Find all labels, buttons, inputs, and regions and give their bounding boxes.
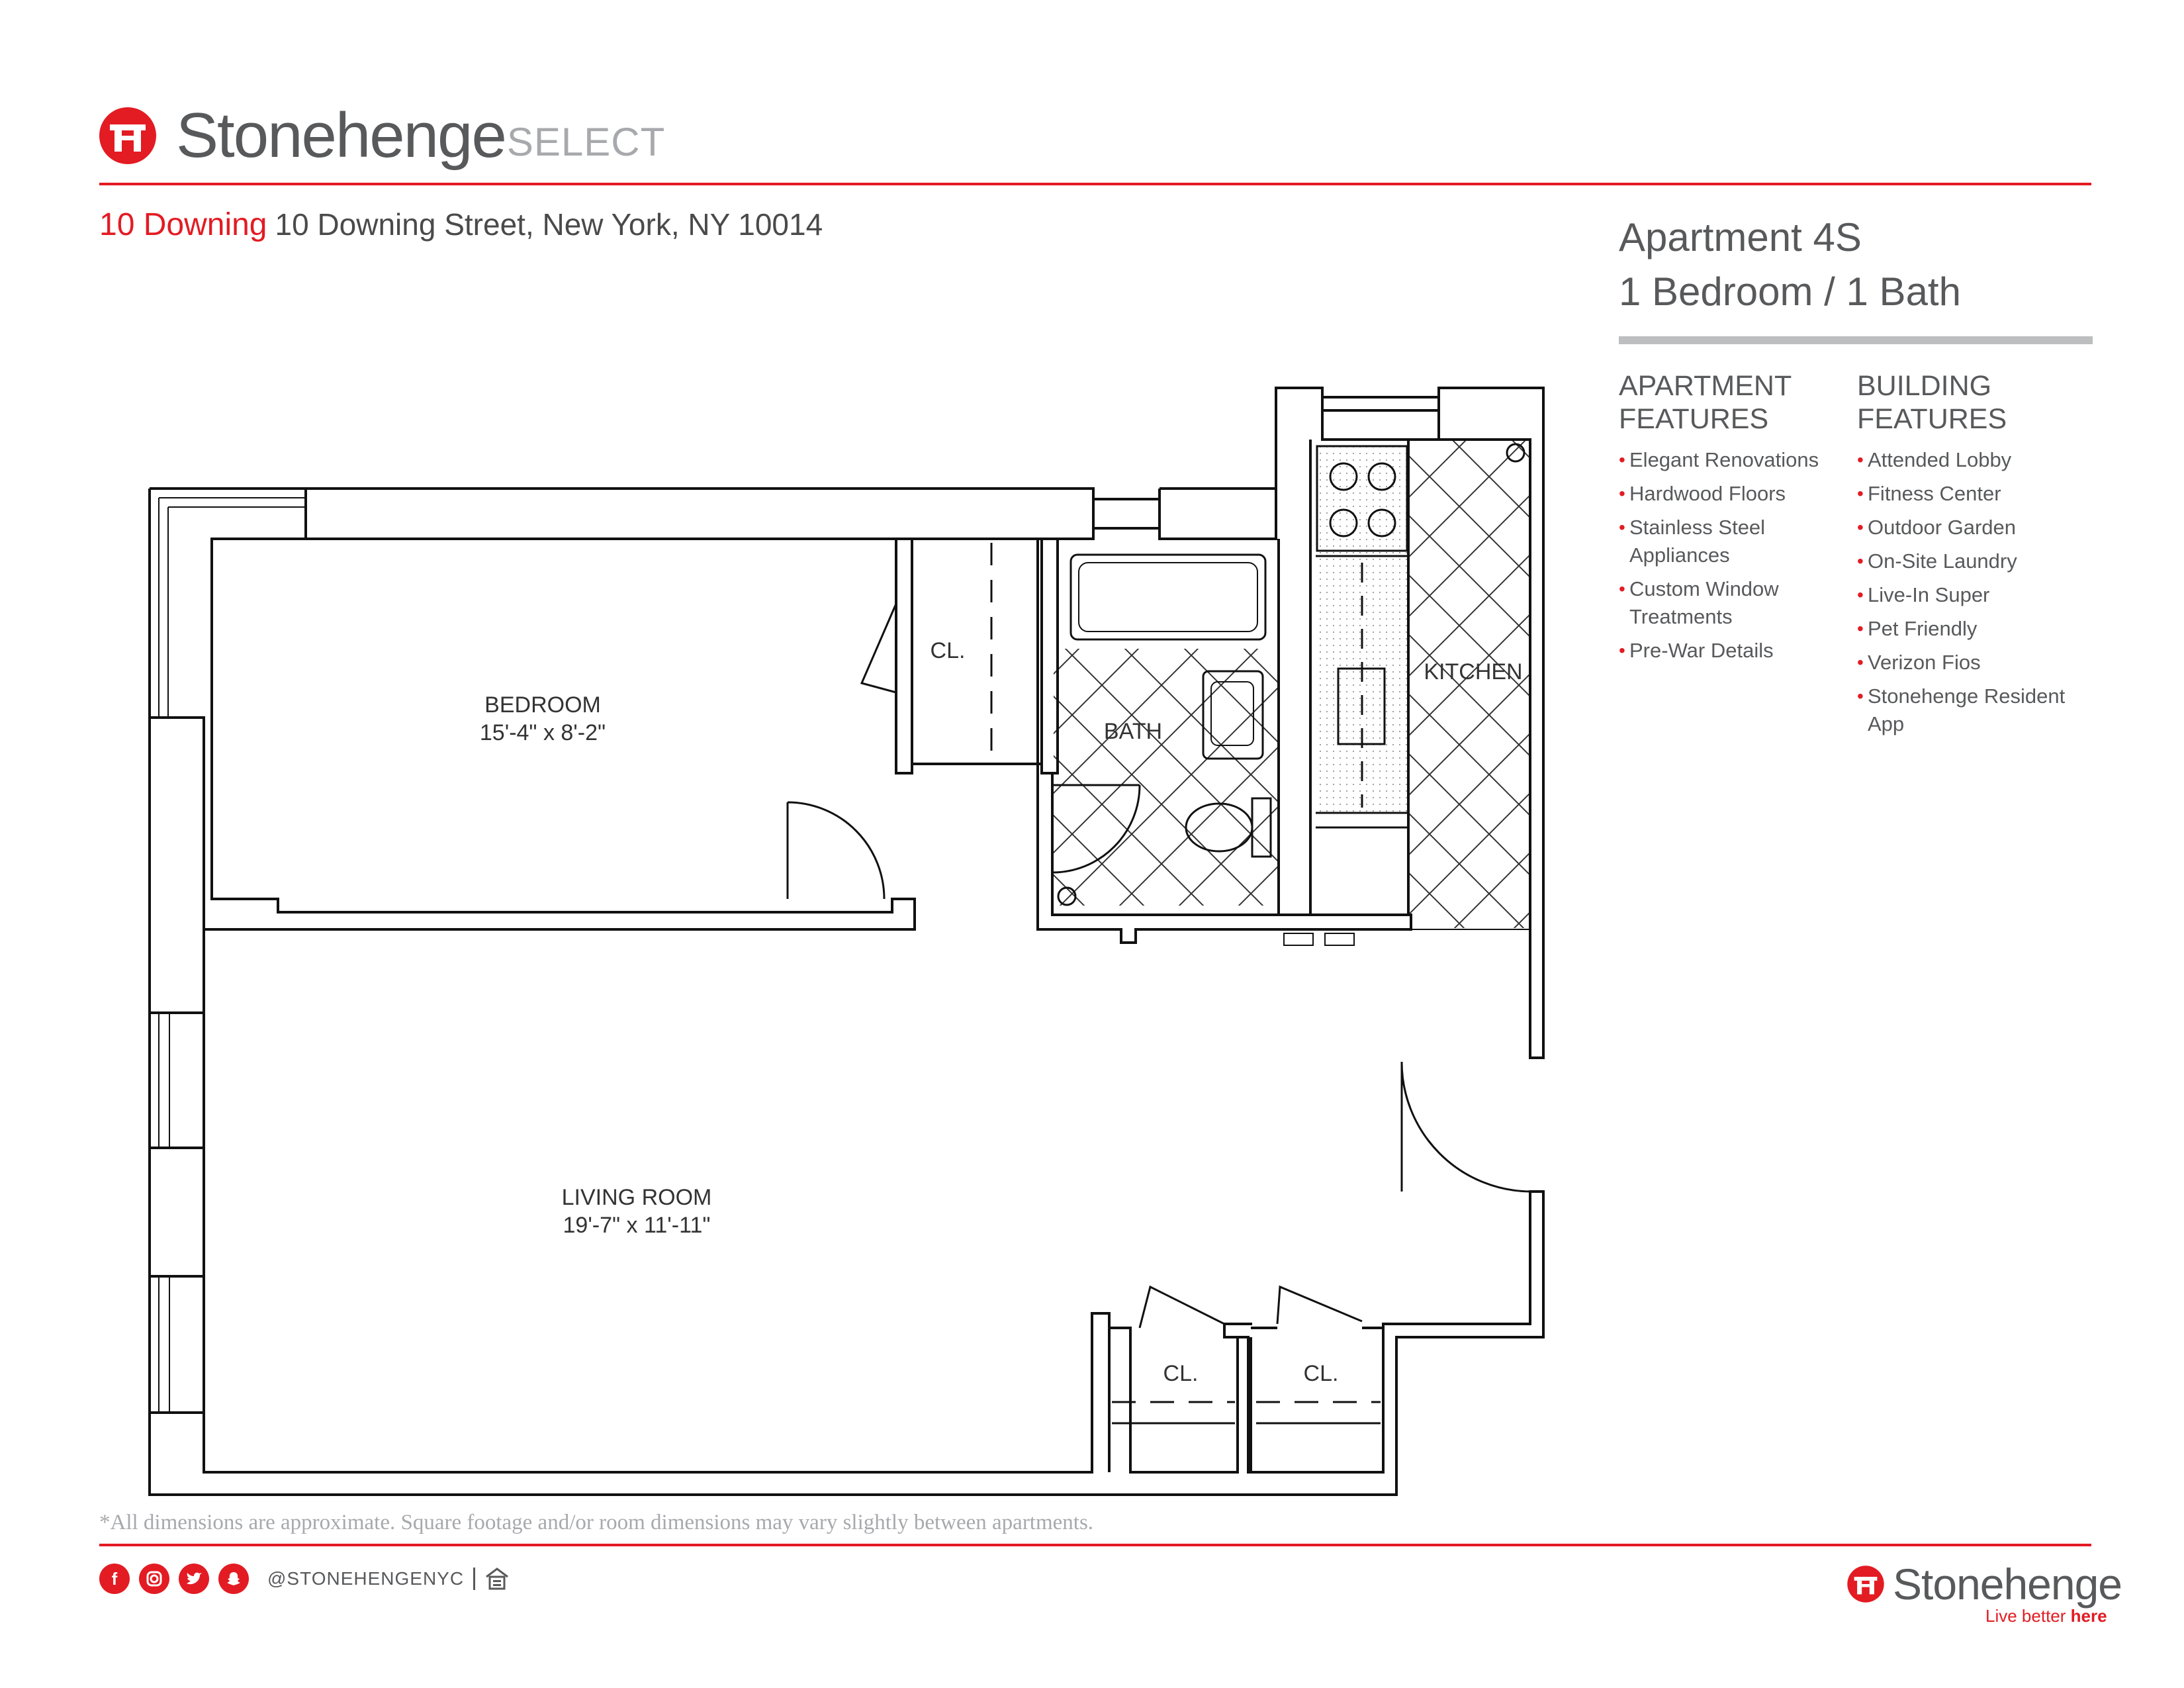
drain xyxy=(1057,886,1077,906)
bathtub-inner xyxy=(1078,562,1258,632)
list-item: Hardwood Floors xyxy=(1619,480,1844,508)
stonehenge-logo-icon xyxy=(1847,1566,1884,1603)
twitter-icon[interactable] xyxy=(179,1564,209,1594)
burner xyxy=(1367,508,1396,538)
closet-label: CL. xyxy=(931,638,966,663)
wall xyxy=(1309,440,1410,916)
wall xyxy=(150,716,205,1414)
list-item: Pet Friendly xyxy=(1857,615,2082,643)
closet-label: CL. xyxy=(1163,1361,1199,1386)
vent xyxy=(1283,933,1314,946)
list-item: Verizon Fios xyxy=(1857,649,2082,677)
wall xyxy=(1092,1312,1252,1474)
building-name: 10 Downing xyxy=(99,207,267,242)
bedroom-dimensions: 15'-4" x 8'-2" xyxy=(480,720,606,745)
wall xyxy=(1093,498,1160,530)
list-item: Outdoor Garden xyxy=(1857,514,2082,541)
brand-suffix: SELECT xyxy=(506,119,666,164)
apartment-info: Apartment 4S 1 Bedroom / 1 Bath xyxy=(1619,211,1961,319)
list-item: Live-In Super xyxy=(1857,581,2082,609)
wall xyxy=(911,539,1043,764)
building-address: 10 Downing Street, New York, NY 10014 xyxy=(275,207,823,242)
bath-label: BATH xyxy=(1104,719,1162,744)
wall xyxy=(1158,489,1277,540)
brand-name: Stonehenge xyxy=(176,100,507,171)
door xyxy=(1138,1285,1225,1329)
building-features-list: Attended Lobby Fitness Center Outdoor Ga… xyxy=(1857,446,2082,738)
footer-divider xyxy=(99,1544,2091,1546)
window xyxy=(158,1013,170,1413)
bathtub xyxy=(1069,553,1267,641)
stonehenge-logo-icon xyxy=(99,107,156,164)
apartment-divider xyxy=(1619,336,2093,344)
list-item: Fitness Center xyxy=(1857,480,2082,508)
wall xyxy=(1108,1328,1132,1472)
living-room-label: LIVING ROOM xyxy=(562,1185,712,1210)
bedroom-label: BEDROOM xyxy=(484,692,601,718)
apartment-unit: Apartment 4S xyxy=(1619,215,1862,259)
list-item: On-Site Laundry xyxy=(1857,547,2082,575)
wall xyxy=(895,539,1059,774)
sink-basin xyxy=(1210,681,1254,746)
wall xyxy=(1160,387,1545,1059)
drain xyxy=(1506,443,1525,463)
burner xyxy=(1329,508,1358,538)
kitchen-label: KITCHEN xyxy=(1424,659,1522,684)
wall xyxy=(306,487,1095,540)
social-links: f @STONEHENGENYC xyxy=(99,1564,510,1594)
vent xyxy=(1324,933,1355,946)
wall xyxy=(1051,773,1279,916)
closet-label: CL. xyxy=(1304,1361,1339,1386)
equal-housing-icon xyxy=(484,1566,510,1591)
apartment-layout: 1 Bedroom / 1 Bath xyxy=(1619,269,1961,314)
social-handle[interactable]: @STONEHENGENYC xyxy=(267,1568,465,1589)
list-item: Stonehenge Resident App xyxy=(1857,682,2082,738)
door xyxy=(1052,784,1141,874)
list-item: Stainless Steel Appliances xyxy=(1619,514,1844,569)
door xyxy=(786,801,886,900)
list-item: Elegant Renovations xyxy=(1619,446,1844,474)
wall xyxy=(1322,396,1439,412)
living-room-dimensions: 19'-7" x 11'-11" xyxy=(563,1213,711,1238)
burner xyxy=(1329,462,1358,491)
list-item: Attended Lobby xyxy=(1857,446,2082,474)
door xyxy=(1400,1061,1531,1193)
facebook-icon[interactable]: f xyxy=(99,1564,130,1594)
door xyxy=(1276,1285,1363,1325)
tagline: Live better here xyxy=(1985,1606,2107,1626)
wall xyxy=(150,487,1109,1474)
toilet-tank xyxy=(1251,797,1272,858)
footer-logo-name: Stonehenge xyxy=(1893,1560,2122,1609)
stove xyxy=(1316,445,1408,552)
sink xyxy=(1202,670,1264,760)
list-item: Custom Window Treatments xyxy=(1619,575,1844,631)
instagram-icon[interactable] xyxy=(139,1564,169,1594)
window xyxy=(158,497,306,718)
snapchat-icon[interactable] xyxy=(218,1564,249,1594)
header-logo: Stonehenge SELECT xyxy=(98,99,665,172)
door xyxy=(860,603,897,694)
header-divider xyxy=(99,183,2091,185)
disclaimer: *All dimensions are approximate. Square … xyxy=(99,1511,1094,1534)
divider xyxy=(473,1568,476,1590)
footer-logo: Stonehenge xyxy=(1846,1559,2122,1609)
list-item: Pre-War Details xyxy=(1619,637,1844,665)
burner xyxy=(1367,462,1396,491)
counter xyxy=(1316,555,1408,829)
apartment-features-list: Elegant Renovations Hardwood Floors Stai… xyxy=(1619,446,1844,665)
